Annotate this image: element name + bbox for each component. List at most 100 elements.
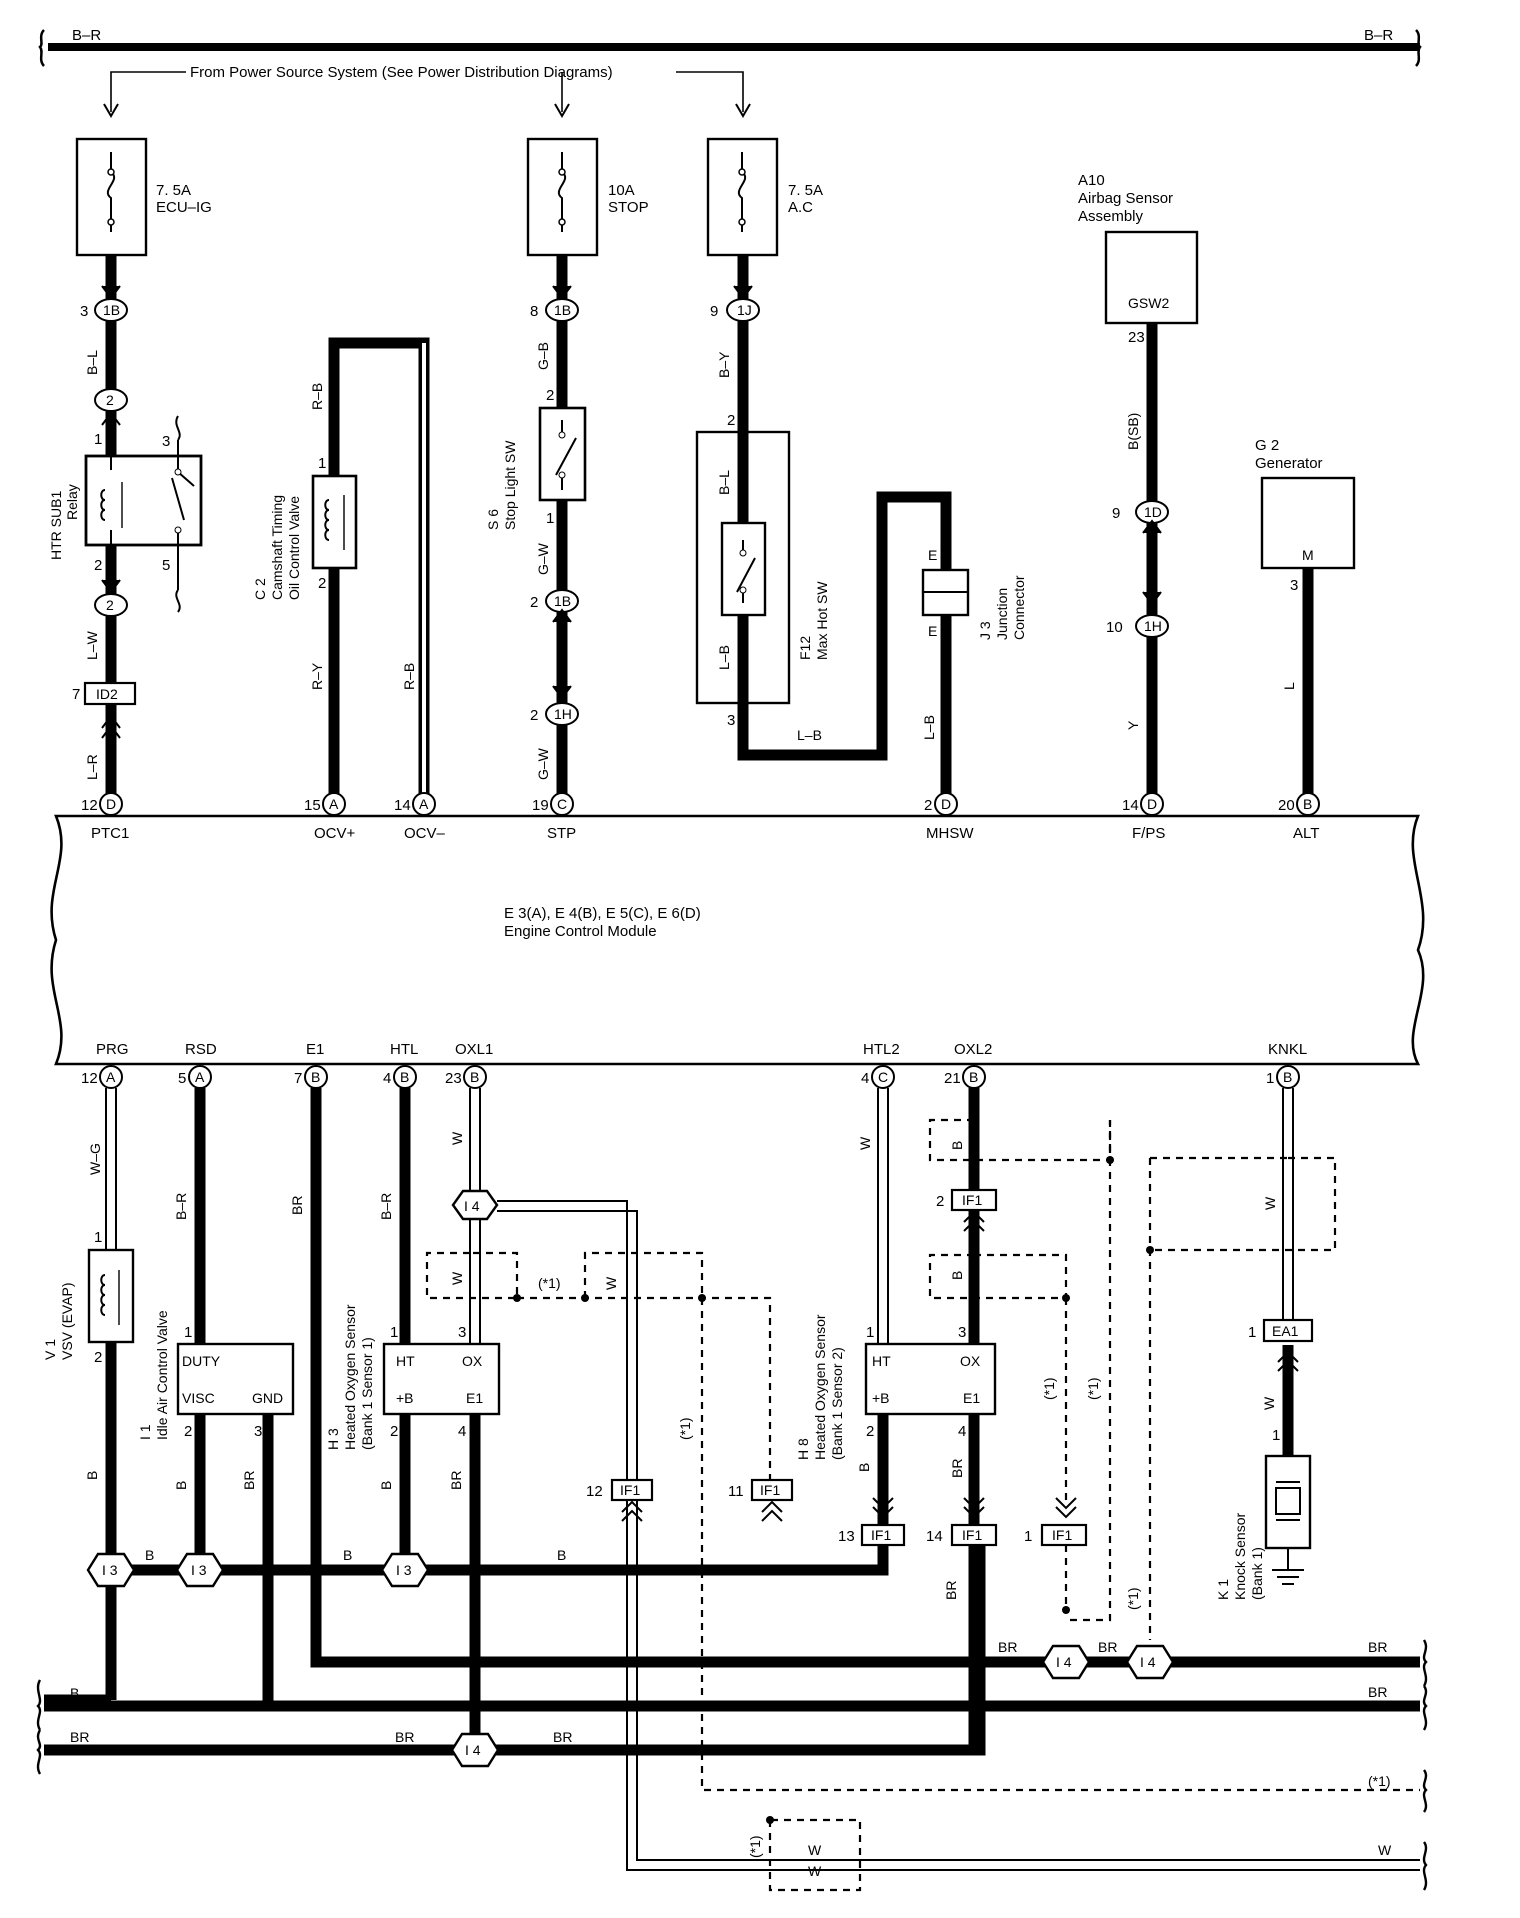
svg-text:BR: BR xyxy=(998,1639,1017,1655)
ecm_top_terminals-pin: 14 xyxy=(394,797,411,814)
svg-text:1: 1 xyxy=(866,1324,874,1341)
svg-text:R–B: R–B xyxy=(401,663,417,690)
svg-text:B–R: B–R xyxy=(378,1193,394,1220)
svg-text:W: W xyxy=(449,1271,465,1285)
svg-text:(*1): (*1) xyxy=(538,1275,561,1291)
svg-text:Heated Oxygen Sensor: Heated Oxygen Sensor xyxy=(812,1314,828,1460)
svg-text:B–Y: B–Y xyxy=(716,351,732,378)
oxl1-shield-wire: W W IF1 12 xyxy=(497,1200,1420,1871)
svg-text:7: 7 xyxy=(72,686,80,703)
svg-text:E: E xyxy=(928,547,937,563)
svg-text:IF1: IF1 xyxy=(760,1482,780,1498)
svg-text:IF1: IF1 xyxy=(1052,1527,1072,1543)
stop-light-circuit: 1B 8 G–B 2 1 S 6 Stop Light SW G–W 1B 2 … xyxy=(485,255,587,800)
svg-text:BR: BR xyxy=(949,1459,965,1478)
ecm_bottom_terminals-label: RSD xyxy=(185,1041,217,1058)
svg-text:K 1: K 1 xyxy=(1215,1579,1231,1600)
svg-text:Y: Y xyxy=(1125,720,1141,730)
svg-text:2: 2 xyxy=(530,707,538,724)
svg-text:+B: +B xyxy=(396,1390,414,1406)
ecm_bottom_terminals-label: OXL1 xyxy=(455,1041,493,1058)
svg-text:HT: HT xyxy=(396,1353,415,1369)
ecm_top_terminals-pin: 14 xyxy=(1122,797,1139,814)
ecm_top_terminals-label: PTC1 xyxy=(91,825,129,842)
junction-connectors: I 3 I 3 I 3 I 4 I 4 I 4 xyxy=(86,1552,1175,1768)
bus-label-right: B–R xyxy=(1364,27,1393,44)
fuse-ecu-ig: 7. 5A ECU–IG xyxy=(75,137,212,257)
svg-text:OX: OX xyxy=(960,1353,981,1369)
svg-text:GSW2: GSW2 xyxy=(1128,295,1169,311)
ecm-top-terminals: D12PTC1A15OCV+A14OCV–C19STPD2MHSWD14F/PS… xyxy=(81,792,1320,842)
h3-sensor-circuit: B–R W I 4 W HT OX +B E1 1 3 2 4 H 3 Heat… xyxy=(325,1088,501,1750)
ecm_bottom_terminals-terminal: B 23 OXL1 xyxy=(445,1041,493,1089)
ecm_bottom_terminals-label: PRG xyxy=(96,1041,129,1058)
ecm_top_terminals-pin: 19 xyxy=(532,797,549,814)
ecm_bottom_terminals-conn: B xyxy=(470,1069,479,1085)
svg-text:3: 3 xyxy=(958,1324,966,1341)
svg-text:E1: E1 xyxy=(963,1390,980,1406)
svg-text:M: M xyxy=(1302,547,1314,563)
svg-text:B: B xyxy=(949,1271,965,1280)
svg-text:3: 3 xyxy=(254,1423,262,1440)
svg-text:Knock Sensor: Knock Sensor xyxy=(1232,1513,1248,1600)
ecm_bottom_terminals-pin: 4 xyxy=(383,1070,391,1087)
svg-text:B–L: B–L xyxy=(84,350,100,375)
ecm_bottom_terminals-conn: A xyxy=(195,1069,205,1085)
svg-text:IF1: IF1 xyxy=(871,1527,891,1543)
svg-text:W: W xyxy=(808,1842,822,1858)
ecm-bottom-terminals: A12PRGA5RSDB7E1B4HTLB23OXL1C4HTL2B21OXL2… xyxy=(81,1041,1307,1089)
svg-text:10: 10 xyxy=(1106,619,1123,636)
ecm_bottom_terminals-conn: B xyxy=(311,1069,320,1085)
ecm_top_terminals-conn: A xyxy=(329,796,339,812)
svg-text:BR: BR xyxy=(943,1581,959,1600)
svg-text:Max Hot SW: Max Hot SW xyxy=(814,581,830,660)
svg-text:1: 1 xyxy=(94,1229,102,1246)
svg-text:2: 2 xyxy=(866,1423,874,1440)
svg-text:1: 1 xyxy=(1024,1528,1032,1545)
svg-text:3: 3 xyxy=(162,433,170,450)
svg-text:B–R: B–R xyxy=(173,1193,189,1220)
ecm_top_terminals-pin: 2 xyxy=(924,797,932,814)
svg-text:H 3: H 3 xyxy=(325,1428,341,1450)
svg-text:1J: 1J xyxy=(737,302,752,318)
svg-text:B: B xyxy=(84,1471,100,1480)
svg-text:G–W: G–W xyxy=(535,542,551,575)
svg-text:BR: BR xyxy=(1098,1639,1117,1655)
svg-text:Assembly: Assembly xyxy=(1078,208,1144,225)
svg-text:5: 5 xyxy=(162,557,170,574)
svg-text:7. 5A: 7. 5A xyxy=(156,182,191,199)
ecm-name: Engine Control Module xyxy=(504,923,657,940)
camshaft-ocv-circuit: 1 2 R–B R–Y R–B C 2 Camshaft Timing Oil … xyxy=(252,337,430,800)
svg-text:Generator: Generator xyxy=(1255,455,1323,472)
svg-text:3: 3 xyxy=(1290,577,1298,594)
ecm_bottom_terminals-pin: 5 xyxy=(178,1070,186,1087)
svg-text:A10: A10 xyxy=(1078,172,1105,189)
svg-text:B: B xyxy=(343,1547,352,1563)
svg-text:G 2: G 2 xyxy=(1255,437,1279,454)
ecm_top_terminals-pin: 12 xyxy=(81,797,98,814)
svg-text:E: E xyxy=(928,623,937,639)
svg-text:10A: 10A xyxy=(608,182,635,199)
svg-text:BR: BR xyxy=(241,1471,257,1490)
svg-text:14: 14 xyxy=(926,1528,943,1545)
svg-text:B: B xyxy=(949,1141,965,1150)
ecm_bottom_terminals-pin: 23 xyxy=(445,1070,462,1087)
svg-text:G–W: G–W xyxy=(535,747,551,780)
ecm_bottom_terminals-pin: 1 xyxy=(1266,1070,1274,1087)
svg-text:3: 3 xyxy=(80,303,88,320)
svg-text:B: B xyxy=(378,1481,394,1490)
svg-text:HT: HT xyxy=(872,1353,891,1369)
svg-text:C 2: C 2 xyxy=(252,578,268,600)
svg-text:IF1: IF1 xyxy=(962,1192,982,1208)
svg-text:W: W xyxy=(449,1131,465,1145)
svg-text:DUTY: DUTY xyxy=(182,1353,221,1369)
svg-text:S 6: S 6 xyxy=(485,509,501,530)
svg-text:ECU–IG: ECU–IG xyxy=(156,199,212,216)
svg-text:W: W xyxy=(857,1136,873,1150)
generator-circuit: M G 2 Generator 3 L xyxy=(1255,437,1356,800)
svg-text:L: L xyxy=(1281,682,1297,690)
